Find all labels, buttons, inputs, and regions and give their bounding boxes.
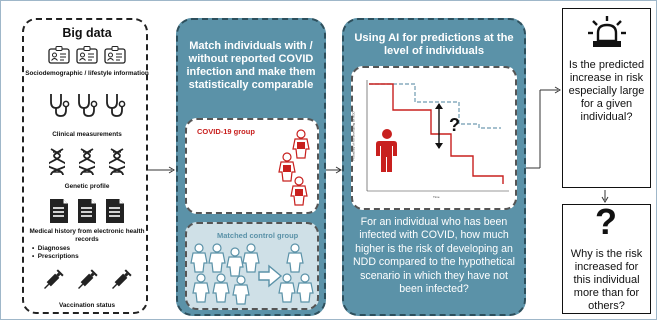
big-data-panel: Big data Sociodemographic / lifestyle in…: [22, 18, 150, 314]
sociodemographic-label: Sociodemographic / lifestyle information: [25, 70, 149, 77]
question-mark-icon: ?: [595, 201, 617, 242]
document-icon: [78, 199, 96, 223]
counterfactual-curve: [369, 83, 501, 129]
question-1-text: Is the predicted increase in risk especi…: [568, 59, 645, 123]
stethoscope-icons: [24, 92, 150, 118]
risk-chart: [366, 80, 509, 192]
dna-icon: [49, 148, 65, 176]
id-card-icon: [76, 46, 98, 64]
flow-arrow: [326, 166, 342, 174]
chart-ylabel: Probability of not developing an NDD: [351, 111, 356, 161]
control-people-icon: [190, 243, 314, 305]
ai-title: Using AI for predictions at the level of…: [354, 32, 514, 57]
question-box-alarm: Is the predicted increase in risk especi…: [562, 8, 651, 188]
ai-prediction-panel: Using AI for predictions at the level of…: [342, 18, 526, 316]
stethoscope-icon: [50, 94, 70, 117]
syringe-icon: [112, 269, 132, 289]
id-card-icons: [24, 46, 150, 64]
stethoscope-icon: [78, 94, 98, 117]
alarm-light-icon: [588, 16, 626, 47]
risk-chart-box: ? Probability of not developing an NDD T…: [351, 66, 517, 210]
dna-icon: [109, 148, 125, 176]
document-icons: [24, 198, 150, 224]
control-group-label: Matched control group: [217, 231, 299, 240]
question-box-why: ? Why is the risk increased for this ind…: [562, 201, 651, 314]
syringe-icon: [78, 269, 98, 289]
id-card-icon: [104, 46, 126, 64]
document-icon: [50, 199, 68, 223]
matching-title: Match individuals with / without reporte…: [186, 40, 316, 91]
control-group-box: Matched control group: [185, 222, 319, 310]
document-icon: [106, 199, 124, 223]
person-icon: [376, 129, 397, 172]
ai-description: For an individual who has been infected …: [353, 216, 515, 296]
question-2-text: Why is the risk increased for this indiv…: [570, 248, 643, 312]
covid-risk-curve: [369, 83, 504, 184]
clinical-label: Clinical measurements: [52, 131, 122, 138]
covid-people-icon: [278, 129, 310, 206]
dna-icon: [79, 148, 95, 176]
stethoscope-icon: [106, 94, 126, 117]
chart-question-mark: ?: [449, 115, 460, 135]
flow-arrow: [148, 166, 175, 174]
bullet-item: • Prescriptions: [32, 253, 79, 260]
matching-panel: Match individuals with / without reporte…: [176, 18, 326, 316]
genetic-label: Genetic profile: [64, 183, 110, 190]
vaccination-label: Vaccination status: [58, 302, 116, 309]
down-arrow: [601, 190, 609, 203]
syringe-icons: [24, 268, 150, 292]
bullet-list: • Diagnoses • Prescriptions: [32, 245, 79, 261]
chart-xlabel: Time: [433, 195, 440, 199]
bullet-item: • Diagnoses: [32, 245, 71, 252]
big-data-title: Big data: [62, 26, 112, 40]
covid-group-label: COVID-19 group: [197, 127, 255, 136]
covid-group-box: COVID-19 group: [185, 118, 319, 214]
dna-icons: [24, 148, 150, 176]
branch-arrows: [526, 86, 561, 169]
medical-history-label: Medical history from electronic health r…: [29, 228, 145, 243]
syringe-icon: [44, 269, 64, 289]
id-card-icon: [48, 46, 70, 64]
